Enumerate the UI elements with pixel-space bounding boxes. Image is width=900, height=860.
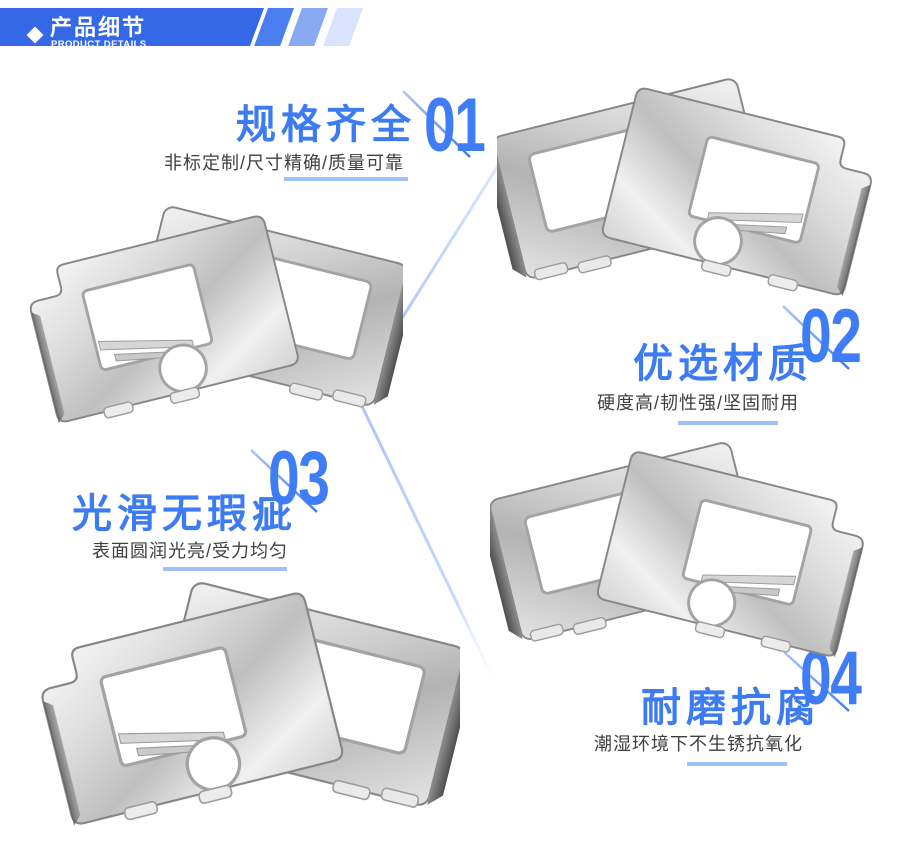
product-photo-metal-plates-top-left: [20, 203, 403, 434]
feature-subtitle-2: 硬度高/韧性强/坚固耐用: [597, 393, 800, 413]
page-subtitle: PRODUCT DETAILS: [51, 39, 147, 50]
feature-underline-2: [678, 421, 778, 425]
feature-title-3: 光滑无瑕疵: [72, 492, 297, 536]
product-photo-metal-plates-top-right: [497, 75, 882, 307]
feature-title-1: 规格齐全: [236, 103, 416, 147]
feature-subtitle-3: 表面圆润光亮/受力均匀: [92, 541, 288, 561]
feature-underline-3: [163, 567, 287, 571]
feature-number-2: 02: [800, 294, 862, 379]
feature-number-1: 01: [424, 83, 486, 168]
feature-title-2: 优选材质: [633, 342, 813, 386]
header-stripe-2: [288, 8, 328, 46]
header-stripe-3: [323, 8, 363, 46]
feature-underline-4: [687, 762, 787, 766]
header-banner: 产品细节 PRODUCT DETAILS: [0, 8, 264, 46]
feature-title-4: 耐磨抗腐: [641, 686, 821, 730]
product-photo-metal-plates-bottom-left: [30, 579, 460, 837]
feature-number-3: 03: [268, 436, 330, 521]
feature-underline-1: [284, 177, 408, 181]
product-photo-metal-plates-bottom-right: [490, 439, 874, 668]
diamond-icon: [27, 27, 44, 44]
page-title: 产品细节: [50, 15, 147, 40]
feature-subtitle-1: 非标定制/尺寸精确/质量可靠: [164, 153, 405, 173]
feature-subtitle-4: 潮湿环境下不生锈抗氧化: [594, 734, 803, 754]
